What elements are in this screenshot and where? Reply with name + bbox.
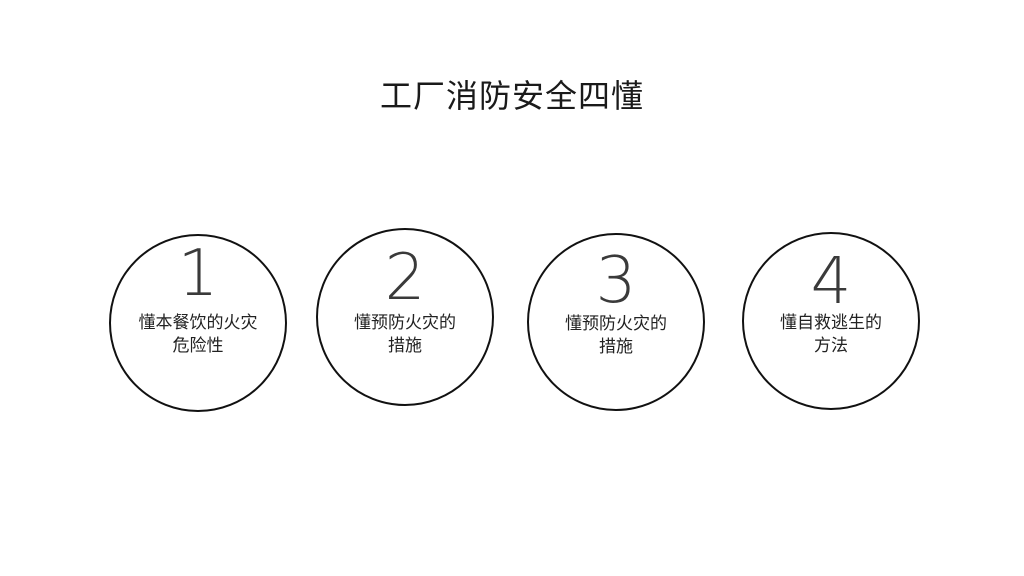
item-circle-3: 3 懂预防火灾的 措施	[527, 233, 705, 411]
item-label: 懂预防火灾的 措施	[328, 312, 482, 358]
item-label-line2: 措施	[388, 336, 422, 356]
item-label: 懂本餐饮的火灾 危险性	[121, 312, 275, 358]
item-label-line2: 方法	[814, 336, 848, 356]
item-number: 4	[810, 245, 852, 319]
page-title: 工厂消防安全四懂	[379, 77, 644, 115]
item-circle-4: 4 懂自救逃生的 方法	[742, 232, 920, 410]
item-label: 懂自救逃生的 方法	[754, 312, 908, 358]
item-number: 1	[177, 237, 219, 311]
item-label: 懂预防火灾的 措施	[539, 313, 693, 359]
item-label-line2: 危险性	[172, 336, 224, 356]
item-circle-1: 1 懂本餐饮的火灾 危险性	[109, 234, 287, 412]
item-label-line1: 懂预防火灾的	[565, 314, 667, 334]
item-number: 2	[384, 241, 426, 315]
item-label-line1: 懂预防火灾的	[354, 313, 456, 333]
item-label-line2: 措施	[599, 337, 633, 357]
item-label-line1: 懂本餐饮的火灾	[138, 313, 258, 333]
item-number: 3	[595, 244, 637, 318]
item-label-line1: 懂自救逃生的	[780, 313, 882, 333]
item-circle-2: 2 懂预防火灾的 措施	[316, 228, 494, 406]
